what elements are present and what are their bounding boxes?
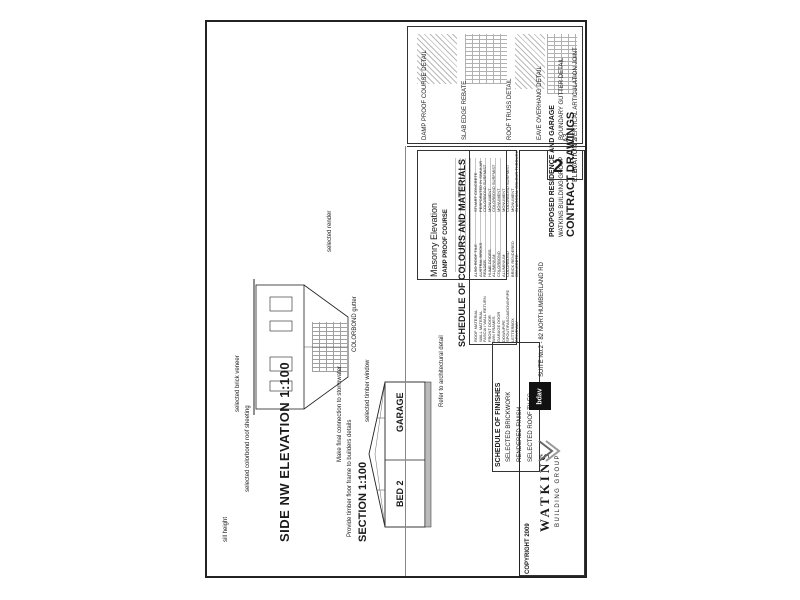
detail-graphic-3 [515, 34, 545, 89]
colours-cell: DRIVEWAY [514, 321, 520, 342]
elevation-note-2: selected render [327, 210, 333, 252]
detail-label-1: DAMP PROOF COURSE DETAIL [422, 50, 428, 140]
elevation-note-3: selected colorbond roof sheeting [245, 405, 251, 492]
job-number: A3 [563, 133, 571, 142]
detail-graphic-1 [417, 34, 457, 84]
divider-horizontal [407, 146, 585, 147]
masonry-title: Masonry Elevation [429, 202, 439, 277]
details-strip [407, 26, 583, 144]
section-drawing [367, 362, 447, 537]
drawing-sheet: SIDE NW ELEVATION 1:100 selected brick v… [205, 20, 587, 578]
sheet-number: 2 [553, 156, 564, 176]
address-text: SUITE No.2 - 82 NORTHUMBERLAND RD [539, 262, 545, 377]
section-note-1: Provide timber floor frame to builders d… [347, 419, 353, 537]
section-note-3: Refer to architectural detail [439, 335, 445, 407]
detail-label-2: SLAB EDGE REBATE [462, 80, 468, 140]
divider-vertical [405, 146, 406, 576]
section-title: SECTION 1:100 [357, 461, 369, 542]
detail-label-4: EAVE OVERHANG DETAIL [537, 66, 543, 140]
colours-cell: CHARCOAL COLOUR THROUGH [514, 150, 520, 212]
masonry-note-lines [455, 158, 501, 272]
elevation-roof-texture [312, 322, 347, 372]
bdav-text: bdav [536, 387, 544, 405]
section-room-bed: BED 2 [395, 480, 405, 507]
elevation-note-6: sill height [223, 516, 229, 542]
elevation-title: SIDE NW ELEVATION 1:100 [277, 361, 292, 542]
bdav-logo: bdav [529, 382, 551, 410]
finishes-item-1: SELECTED BRICKWORK [506, 391, 512, 462]
elevation-note-1: selected brick veneer [235, 355, 241, 412]
company-logo-icon [537, 437, 567, 465]
sheet-of: of [573, 166, 579, 172]
detail-graphic-2 [465, 34, 507, 84]
sheet-number-box [547, 150, 583, 180]
section-note-2: Make final connection to stormwater [337, 365, 343, 462]
elevation-note-4: COLORBOND gutter [352, 296, 358, 352]
section-room-garage: GARAGE [395, 392, 405, 432]
detail-label-3: ROOF TRUSS DETAIL [507, 78, 513, 140]
finishes-title: SCHEDULE OF FINISHES [495, 382, 502, 467]
elevation-drawing [252, 277, 357, 417]
colours-table [469, 150, 517, 345]
copyright-note: COPYRIGHT 2009 [525, 523, 531, 574]
colours-cell: CONCRETE [514, 254, 520, 277]
colours-title: SCHEDULE OF COLOURS AND MATERIALS [457, 159, 467, 347]
masonry-notes-box [417, 150, 507, 280]
detail-graphic-4 [547, 34, 577, 94]
